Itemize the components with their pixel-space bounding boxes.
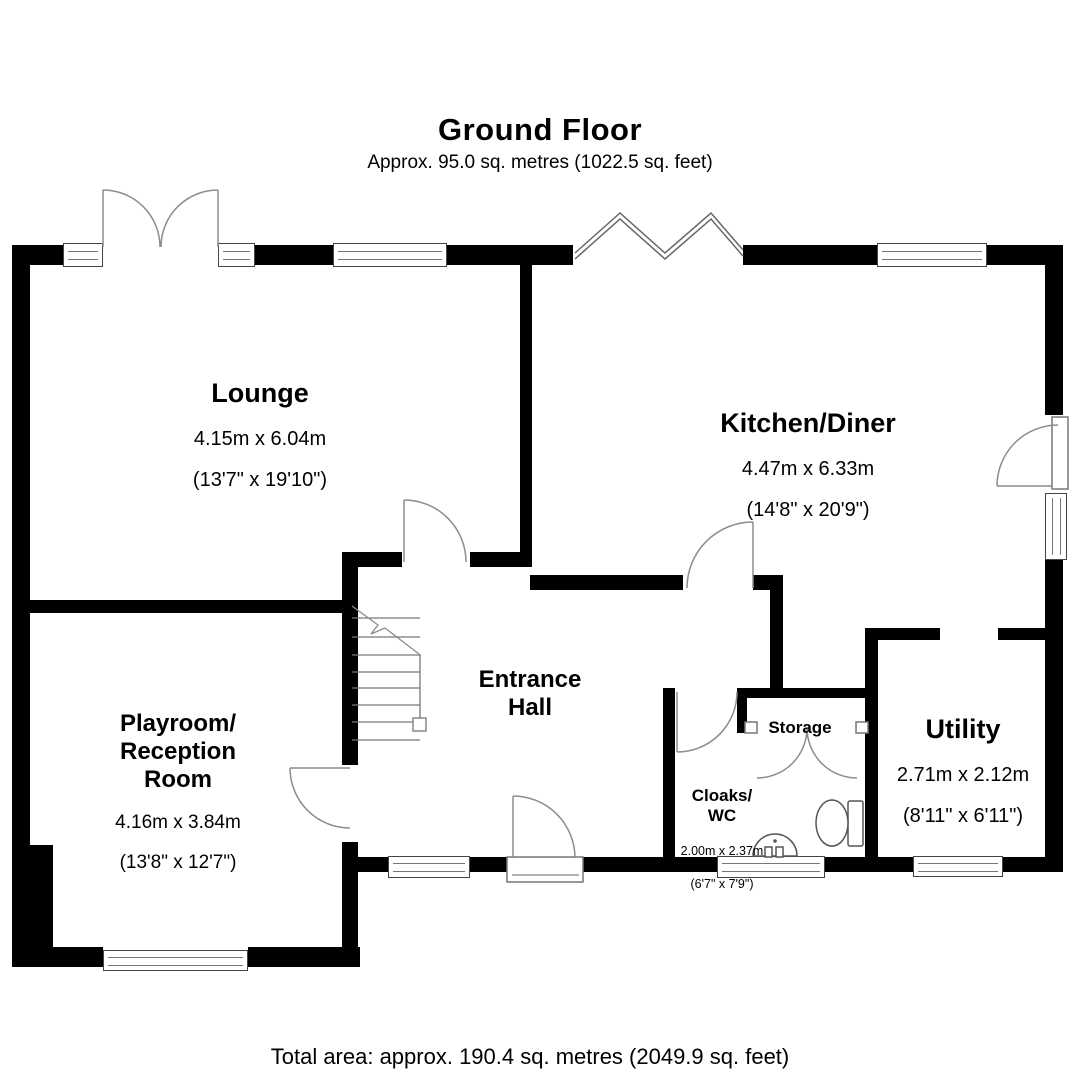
window [333, 243, 447, 267]
room-name: Lounge [211, 378, 309, 409]
room-dims-metric: 4.16m x 3.84m [115, 811, 241, 833]
room-name: Storage [768, 718, 832, 738]
wall [12, 845, 53, 967]
wall [865, 628, 878, 857]
wall [770, 575, 783, 697]
window [388, 856, 470, 878]
room-label-entrance-hall: Entrance Hall [430, 648, 630, 740]
room-label-cloaks: Cloaks/ WC 2.00m x 2.37m (6'7" x 7'9") [662, 768, 782, 909]
window [913, 856, 1003, 877]
wall [520, 265, 532, 567]
room-dims-metric: 2.00m x 2.37m [680, 843, 764, 858]
staircase [351, 605, 427, 741]
room-label-utility: Utility 2.71m x 2.12m (8'11" x 6'11") [888, 696, 1038, 847]
room-dims-metric: 2.71m x 2.12m [896, 763, 1030, 786]
door-lounge-icon [403, 499, 467, 563]
wall [583, 857, 717, 872]
wall [825, 857, 913, 872]
room-dims-imperial: (14'8" x 20'9") [746, 499, 870, 522]
room-label-playroom: Playroom/ Reception Room 4.16m x 3.84m (… [30, 692, 326, 892]
window [63, 243, 103, 267]
wall [12, 600, 345, 613]
room-label-lounge: Lounge 4.15m x 6.04m (13'7" x 19'10") [110, 360, 410, 511]
title-block: Ground Floor Approx. 95.0 sq. metres (10… [0, 112, 1080, 174]
wall [987, 245, 1063, 265]
side-door-icon [996, 416, 1069, 490]
door-cloaks-icon [676, 691, 738, 753]
wall [663, 688, 675, 857]
wall [1045, 262, 1063, 415]
room-dims-imperial: (8'11" x 6'11") [902, 805, 1024, 828]
wall [342, 552, 358, 765]
page-title: Ground Floor [437, 112, 643, 147]
wall [342, 552, 402, 567]
window [218, 243, 255, 267]
wall [740, 688, 867, 698]
room-label-storage: Storage [750, 700, 850, 756]
wall [447, 245, 573, 265]
wall [737, 688, 747, 733]
room-dims-imperial: (6'7" x 7'9") [690, 876, 754, 891]
french-doors-icon [102, 189, 219, 248]
front-door-icon [506, 795, 584, 883]
wall [865, 628, 940, 640]
window [103, 950, 248, 971]
page-subtitle: Approx. 95.0 sq. metres (1022.5 sq. feet… [367, 152, 713, 173]
wall [743, 245, 877, 265]
room-dims-imperial: (13'7" x 19'10") [192, 469, 328, 492]
window [877, 243, 987, 267]
folding-door-icon [574, 211, 744, 260]
wall [470, 857, 510, 872]
wall [530, 575, 683, 590]
room-name: Playroom/ Reception Room [119, 710, 237, 793]
wall [248, 947, 360, 967]
room-name: Cloaks/ WC [691, 786, 753, 825]
wall [12, 245, 30, 612]
wall [342, 842, 358, 967]
wall [12, 947, 103, 967]
room-dims-metric: 4.15m x 6.04m [193, 427, 327, 450]
room-dims-metric: 4.47m x 6.33m [741, 457, 875, 480]
wall [12, 612, 30, 845]
room-label-kitchen: Kitchen/Diner 4.47m x 6.33m (14'8" x 20'… [658, 390, 958, 541]
room-name: Kitchen/Diner [720, 408, 896, 439]
wall [1045, 560, 1063, 872]
room-dims-imperial: (13'8" x 12'7") [119, 851, 237, 873]
toilet-icon [815, 799, 864, 847]
window [1045, 493, 1067, 560]
room-name: Entrance Hall [478, 666, 582, 721]
wall [470, 552, 532, 567]
wall [255, 245, 333, 265]
room-name: Utility [925, 714, 1001, 745]
total-area-text: Total area: approx. 190.4 sq. metres (20… [270, 1044, 790, 1069]
wall [348, 857, 388, 872]
